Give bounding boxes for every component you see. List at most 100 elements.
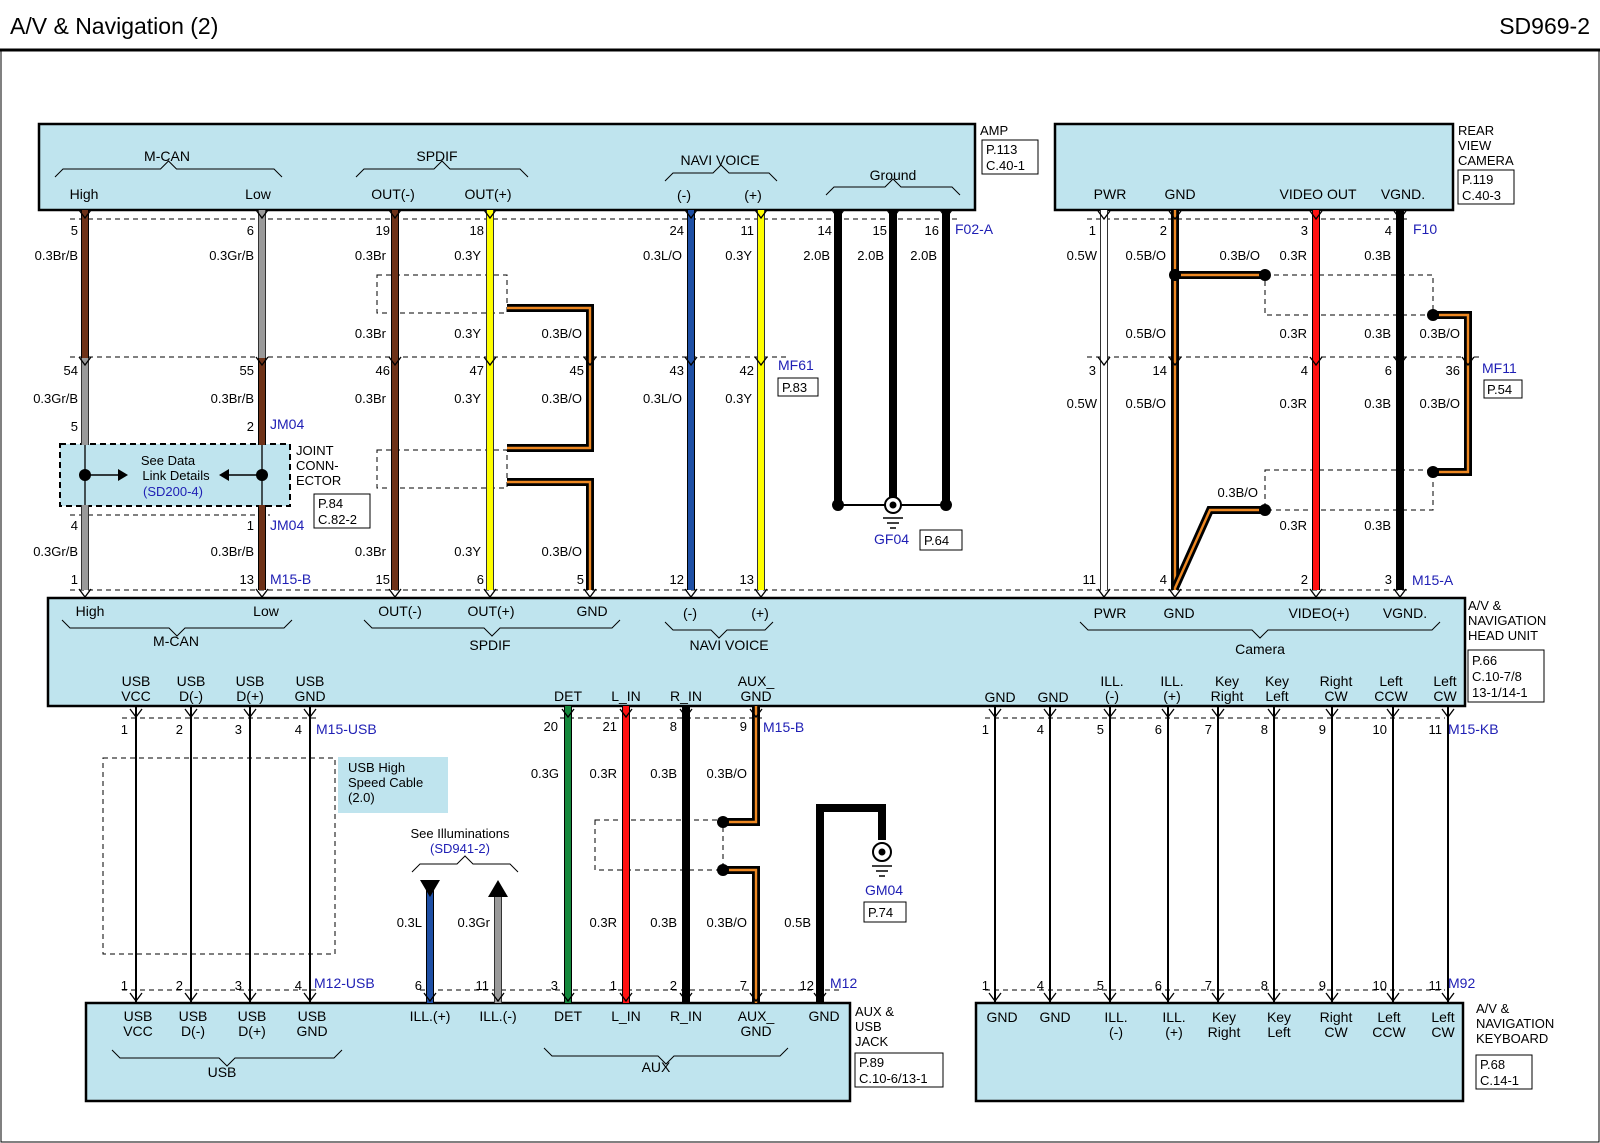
wlabel-cam-vgnd-2: 0.3B (1364, 326, 1391, 341)
pin-chevron (1267, 992, 1281, 1003)
camera-name-2: VIEW (1458, 138, 1492, 153)
illum-note-link: (SD941-2) (430, 841, 490, 856)
components (37, 122, 1467, 1103)
pin-chevron (388, 588, 402, 599)
camera-name-3: CAMERA (1458, 153, 1514, 168)
pin-chevron (1161, 992, 1175, 1003)
pin-chevron (679, 992, 693, 1003)
hu-spdif-pin-3: GND (576, 603, 607, 619)
pin-m92-8: 8 (1261, 978, 1268, 993)
keyboard-pin-3: ILL. (1104, 1009, 1127, 1025)
hu-bottom-pin-12: ILL. (1160, 673, 1183, 689)
wlabel-spdif-plus-2: 0.3Y (454, 326, 481, 341)
pin-chevron (483, 209, 497, 220)
pin-chevron (303, 992, 317, 1003)
wlabel-aux-lin-1: 0.3R (590, 766, 617, 781)
ground-gm04-center (878, 848, 886, 856)
pin-amp-6: 6 (247, 223, 254, 238)
hu-bottom-pin-10: GND (1037, 689, 1068, 705)
pin-mf61-42: 42 (740, 363, 754, 378)
pin-chevron (831, 209, 845, 220)
pin-chevron (1461, 356, 1475, 367)
page-frame (0, 50, 1600, 1143)
pin-chevron (1393, 210, 1407, 221)
head-unit-name-2: NAVIGATION (1468, 613, 1546, 628)
pin-chevron (1161, 708, 1175, 719)
connector-labels: F02-A MF61 P.83 JM04 JM04 M15-B F10 MF11… (270, 221, 1523, 991)
head-unit-name-3: HEAD UNIT (1468, 628, 1538, 643)
pin-m12-6: 6 (415, 978, 422, 993)
splice-dot (1259, 269, 1271, 281)
pin-mf11-36: 36 (1446, 363, 1460, 378)
wlabel-cam-shield-1: 0.3B/O (1220, 248, 1260, 263)
wire-camera-shield-stripe (1433, 313, 1470, 474)
pin-m15kb-9: 9 (1319, 722, 1326, 737)
keyboard-ref-box (1475, 1054, 1533, 1090)
pin-m15a-11: 11 (1083, 572, 1097, 587)
hu-bottom-pin-1: USB (122, 673, 151, 689)
gf04-ref: P.64 (924, 533, 949, 548)
hu-spdif-label: SPDIF (469, 637, 510, 653)
pin-m15b-20: 20 (544, 719, 558, 734)
pin-chevron (1097, 210, 1111, 221)
wlabel-cam-video-3: 0.3R (1280, 396, 1307, 411)
hu-bottom-pin-2: D(-) (179, 688, 203, 704)
hu-pin-high: High (76, 603, 105, 619)
conn-f10: F10 (1413, 221, 1437, 237)
jack-pin-7: DET (554, 1008, 582, 1024)
hu-camera-pin-3: VIDEO(+) (1288, 605, 1349, 621)
mf11-ref-box (1483, 379, 1523, 399)
usb-note-2: Speed Cable (348, 775, 423, 790)
pin-amp-15: 15 (873, 223, 887, 238)
head-unit-ref-conn-2: 13-1/14-1 (1472, 685, 1528, 700)
keyboard-pin-9: Left (1431, 1009, 1454, 1025)
splice-dot (1169, 269, 1181, 281)
pin-m15b-12: 12 (670, 572, 684, 587)
wlabel-mcan-low-2: 0.3Br/B (211, 391, 254, 406)
amp-ref-box (981, 139, 1039, 175)
hu-camera-label: Camera (1235, 641, 1285, 657)
jack-pin-4: GND (296, 1023, 327, 1039)
keyboard-pin-8: Left (1377, 1009, 1400, 1025)
pin-f10-1: 1 (1089, 223, 1096, 238)
pin-chevron (1097, 356, 1111, 367)
camera-name-1: REAR (1458, 123, 1494, 138)
splice-dot (717, 864, 729, 876)
wlabel-illum-minus: 0.3Gr (457, 915, 490, 930)
keyboard-pin-1: GND (986, 1009, 1017, 1025)
pin-m12-1: 1 (610, 978, 617, 993)
group-brace (664, 621, 774, 639)
pin-chevron (1441, 708, 1455, 719)
hu-spdif-pin-2: OUT(+) (467, 603, 514, 619)
camera-pin-4: VGND. (1381, 186, 1425, 202)
pin-chevron (988, 992, 1002, 1003)
group-brace (411, 855, 519, 873)
pin-m15kb-4: 4 (1037, 722, 1044, 737)
hu-bottom-pin-16: Left (1379, 673, 1402, 689)
pin-chevron (813, 992, 827, 1003)
pin-mf61-43: 43 (670, 363, 684, 378)
ground-symbol (872, 865, 892, 877)
pin-amp-24: 24 (670, 223, 684, 238)
wlabel-navi-minus-2: 0.3L/O (643, 391, 682, 406)
hu-bottom-pin-12: (+) (1163, 688, 1181, 704)
pin-mf61-55: 55 (240, 363, 254, 378)
pin-chevron (1267, 708, 1281, 719)
data-link-ref: (SD200-4) (143, 484, 203, 499)
pin-chevron (1168, 588, 1182, 599)
illum-arrow-down (420, 880, 440, 897)
pin-mf61-45: 45 (570, 363, 584, 378)
pin-mf11-4: 4 (1301, 363, 1308, 378)
pin-amp-14: 14 (818, 223, 832, 238)
aux-usb-jack-box (84, 1001, 852, 1103)
pin-chevron (303, 708, 317, 719)
jack-pin-3: USB (238, 1008, 267, 1024)
illum-note: See Illuminations (411, 826, 510, 841)
pin-chevron (749, 992, 763, 1003)
pin-jm04-1: 1 (247, 518, 254, 533)
pin-m15kb-6: 6 (1155, 722, 1162, 737)
amp-ref-page: P.113 (986, 142, 1017, 157)
hu-mcan-label: M-CAN (153, 633, 199, 649)
wlabel-cam-video-4: 0.3R (1280, 518, 1307, 533)
gm04-ref: P.74 (868, 905, 893, 920)
